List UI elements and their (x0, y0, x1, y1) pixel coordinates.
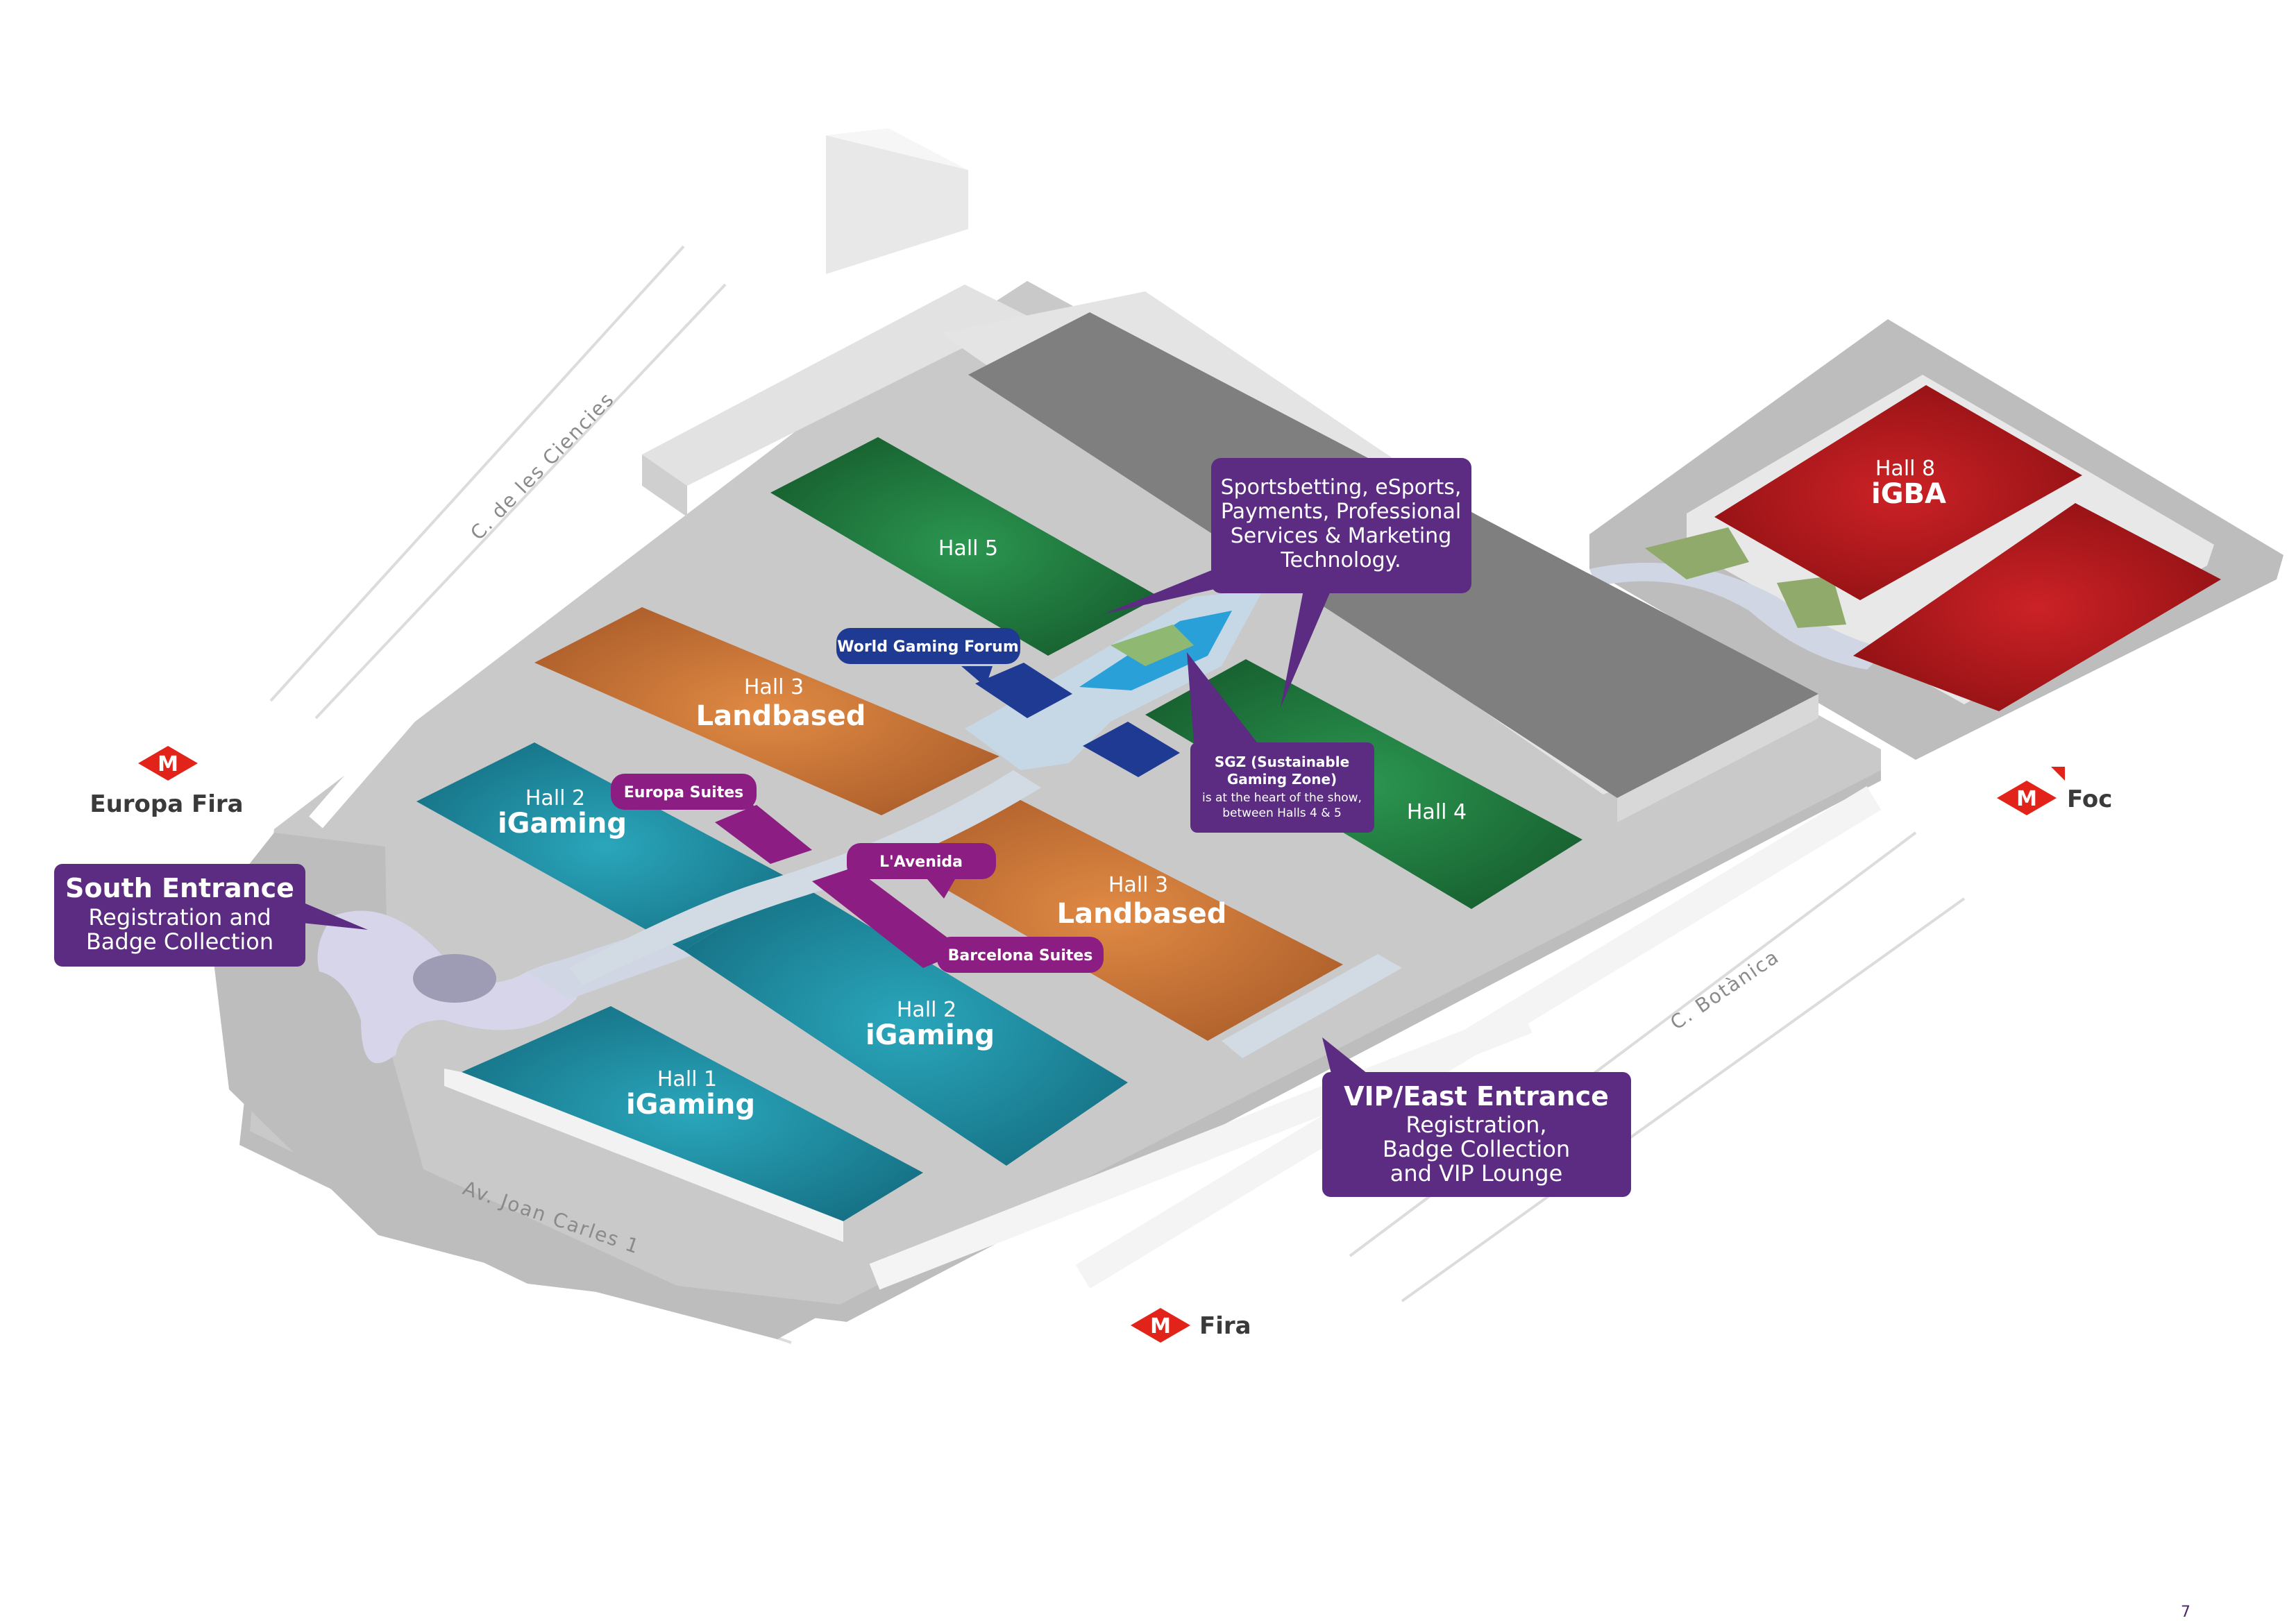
svg-text:M: M (158, 752, 178, 776)
metro-fira: M Fira (1131, 1308, 1251, 1343)
hall8-roof-a (1714, 385, 2082, 600)
south-entrance-line-2: Badge Collection (86, 928, 273, 955)
hall3a-num: Hall 3 (744, 675, 804, 699)
hall2b-roof (684, 881, 1128, 1166)
sgz-line-1: is at the heart of the show, (1202, 791, 1362, 805)
south-entrance-callout: South Entrance Registration and Badge Co… (54, 864, 368, 967)
sportsbetting-line-1: Sportsbetting, eSports, (1221, 475, 1462, 500)
lavenida-pill: L'Avenida (847, 843, 996, 899)
hall3b-num: Hall 3 (1108, 873, 1168, 897)
sgz-callout: SGZ (Sustainable Gaming Zone) is at the … (1187, 652, 1374, 833)
south-entrance-line-1: Registration and (88, 904, 271, 931)
hall5-roof (770, 437, 1159, 656)
vip-entrance-line-1: Registration, (1406, 1112, 1546, 1138)
hall1-name: iGaming (626, 1089, 755, 1121)
sportsbetting-line-4: Technology. (1280, 548, 1401, 572)
wgf-pill: World Gaming Forum (836, 628, 1020, 687)
hall2a-roof (416, 742, 795, 951)
sportsbetting-line-2: Payments, Professional (1221, 500, 1461, 524)
svg-text:M: M (1150, 1314, 1171, 1339)
metro-europa-fira: M Europa Fira (90, 746, 244, 818)
sgz-line-2: between Halls 4 & 5 (1222, 806, 1342, 820)
vip-entrance-callout: VIP/East Entrance Registration, Badge Co… (1322, 1037, 1631, 1197)
south-entrance-title: South Entrance (65, 873, 294, 903)
metro-icon (138, 746, 198, 781)
hall2a-name: iGaming (498, 808, 627, 840)
metro-europa-fira-label: Europa Fira (90, 790, 243, 818)
europa-suites-label: Europa Suites (624, 784, 744, 801)
europa-suites-pill: Europa Suites (611, 774, 767, 826)
hall5-label: Hall 5 (938, 536, 998, 561)
sgz-title-2: Gaming Zone) (1227, 771, 1337, 788)
street-ciencies: C. de les Ciencies (466, 387, 618, 545)
hall-labels: Hall 5 Hall 4 Hall 3 Landbased Hall 3 La… (498, 457, 1946, 1121)
hall8-num: Hall 8 (1875, 457, 1935, 481)
hall2b-name: iGaming (866, 1019, 995, 1051)
metro-foc: M Foc (1997, 767, 2112, 815)
hall4-label: Hall 4 (1407, 800, 1467, 824)
hall1-side (444, 1069, 843, 1242)
hall3a-roof (534, 607, 999, 815)
vip-entrance-title: VIP/East Entrance (1344, 1081, 1609, 1112)
hall3b-name: Landbased (1057, 898, 1227, 930)
metro-icon (1997, 781, 2057, 815)
metro-icon (1131, 1308, 1190, 1343)
central-walkway (965, 590, 1263, 770)
svg-text:M: M (2016, 787, 2037, 811)
hall1-num: Hall 1 (657, 1067, 717, 1091)
wgf-label: World Gaming Forum (837, 638, 1019, 656)
vip-entrance-line-2: Badge Collection (1383, 1136, 1570, 1162)
metro-fira-label: Fira (1199, 1312, 1251, 1340)
sgz-block (1083, 722, 1180, 777)
main-walkway (569, 770, 1041, 985)
grey-hall-side (1617, 694, 1818, 822)
hall1-roof (462, 1006, 923, 1221)
hall8-roof-b (1853, 503, 2221, 711)
street-botanica: C. Botànica (1666, 945, 1783, 1035)
hall8-name: iGBA (1871, 478, 1946, 510)
metro-foc-label: Foc (2067, 785, 2112, 813)
hall2a-num: Hall 2 (525, 786, 585, 810)
sportsbetting-callout: Sportsbetting, eSports, Payments, Profes… (1104, 458, 1471, 708)
barcelona-suites-area (812, 867, 965, 968)
wgf-block (975, 663, 1072, 718)
sportsbetting-line-3: Services & Marketing (1231, 524, 1452, 548)
lavenida-label: L'Avenida (879, 853, 963, 871)
vip-entrance-ledge (1222, 954, 1402, 1058)
sgz-title-1: SGZ (Sustainable (1215, 754, 1349, 770)
barcelona-suites-pill: Barcelona Suites (937, 937, 1104, 973)
page-number: 7 (2181, 1604, 2191, 1621)
vip-entrance-line-3: and VIP Lounge (1390, 1160, 1563, 1187)
hall3a-name: Landbased (696, 700, 866, 732)
hall2b-num: Hall 2 (897, 998, 956, 1022)
barcelona-suites-label: Barcelona Suites (948, 947, 1093, 965)
